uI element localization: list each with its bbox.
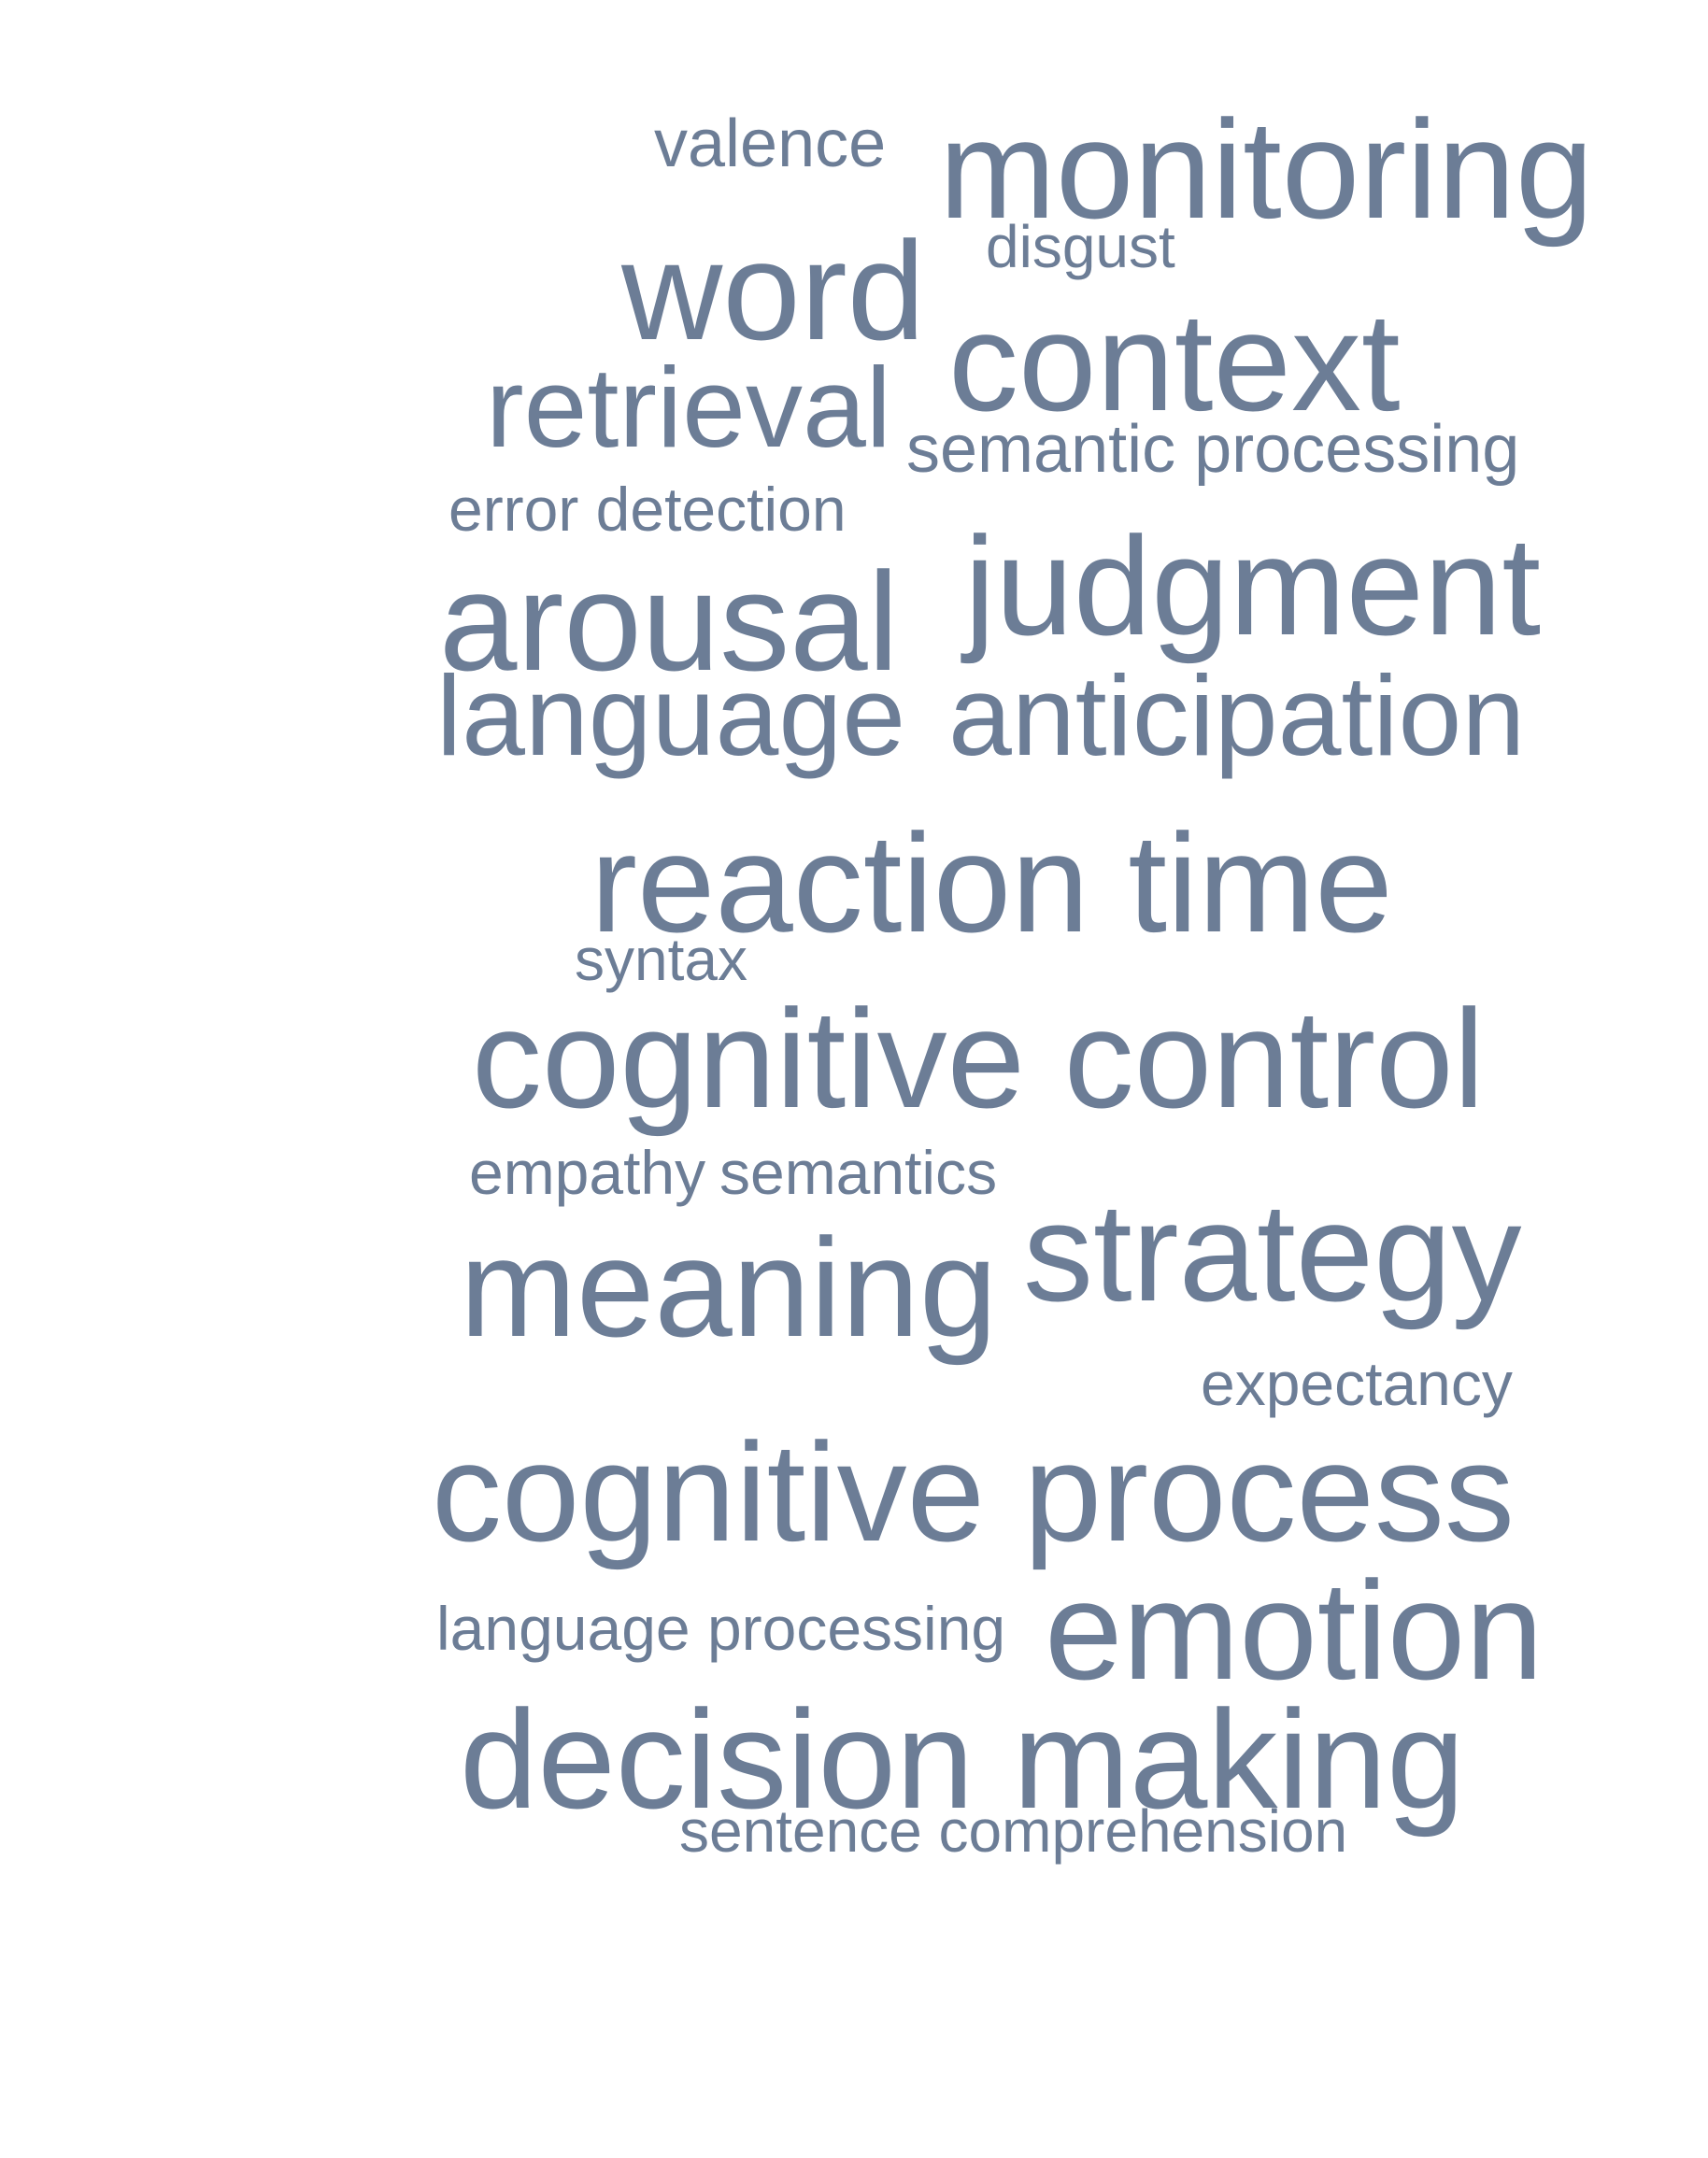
word-judgment: judgment	[964, 507, 1542, 664]
word-anticipation: anticipation	[948, 652, 1526, 779]
word-cognitive-control: cognitive control	[472, 980, 1485, 1137]
word-error-detection: error detection	[448, 475, 847, 544]
word-disgust: disgust	[986, 213, 1175, 280]
word-retrieval: retrieval	[486, 344, 891, 471]
word-reaction-time: reaction time	[591, 804, 1393, 961]
word-semantic-processing: semantic processing	[906, 412, 1520, 487]
word-word: word	[621, 212, 926, 369]
word-expectancy: expectancy	[1201, 1349, 1513, 1418]
word-arousal: arousal	[439, 543, 899, 700]
word-emotion: emotion	[1045, 1552, 1544, 1709]
word-sentence-comprehension: sentence comprehension	[679, 1797, 1348, 1865]
word-empathy: empathy	[469, 1138, 706, 1207]
word-monitoring: monitoring	[939, 91, 1594, 248]
word-context: context	[948, 283, 1401, 440]
word-semantics: semantics	[719, 1138, 998, 1207]
word-syntax: syntax	[575, 926, 747, 993]
word-cognitive-process: cognitive process	[432, 1413, 1515, 1570]
word-language: language	[436, 652, 906, 779]
word-valence: valence	[654, 106, 887, 181]
word-strategy: strategy	[1023, 1173, 1522, 1330]
word-decision-making: decision making	[460, 1681, 1465, 1838]
word-language-processing: language processing	[436, 1594, 1006, 1663]
word-meaning: meaning	[460, 1209, 998, 1366]
